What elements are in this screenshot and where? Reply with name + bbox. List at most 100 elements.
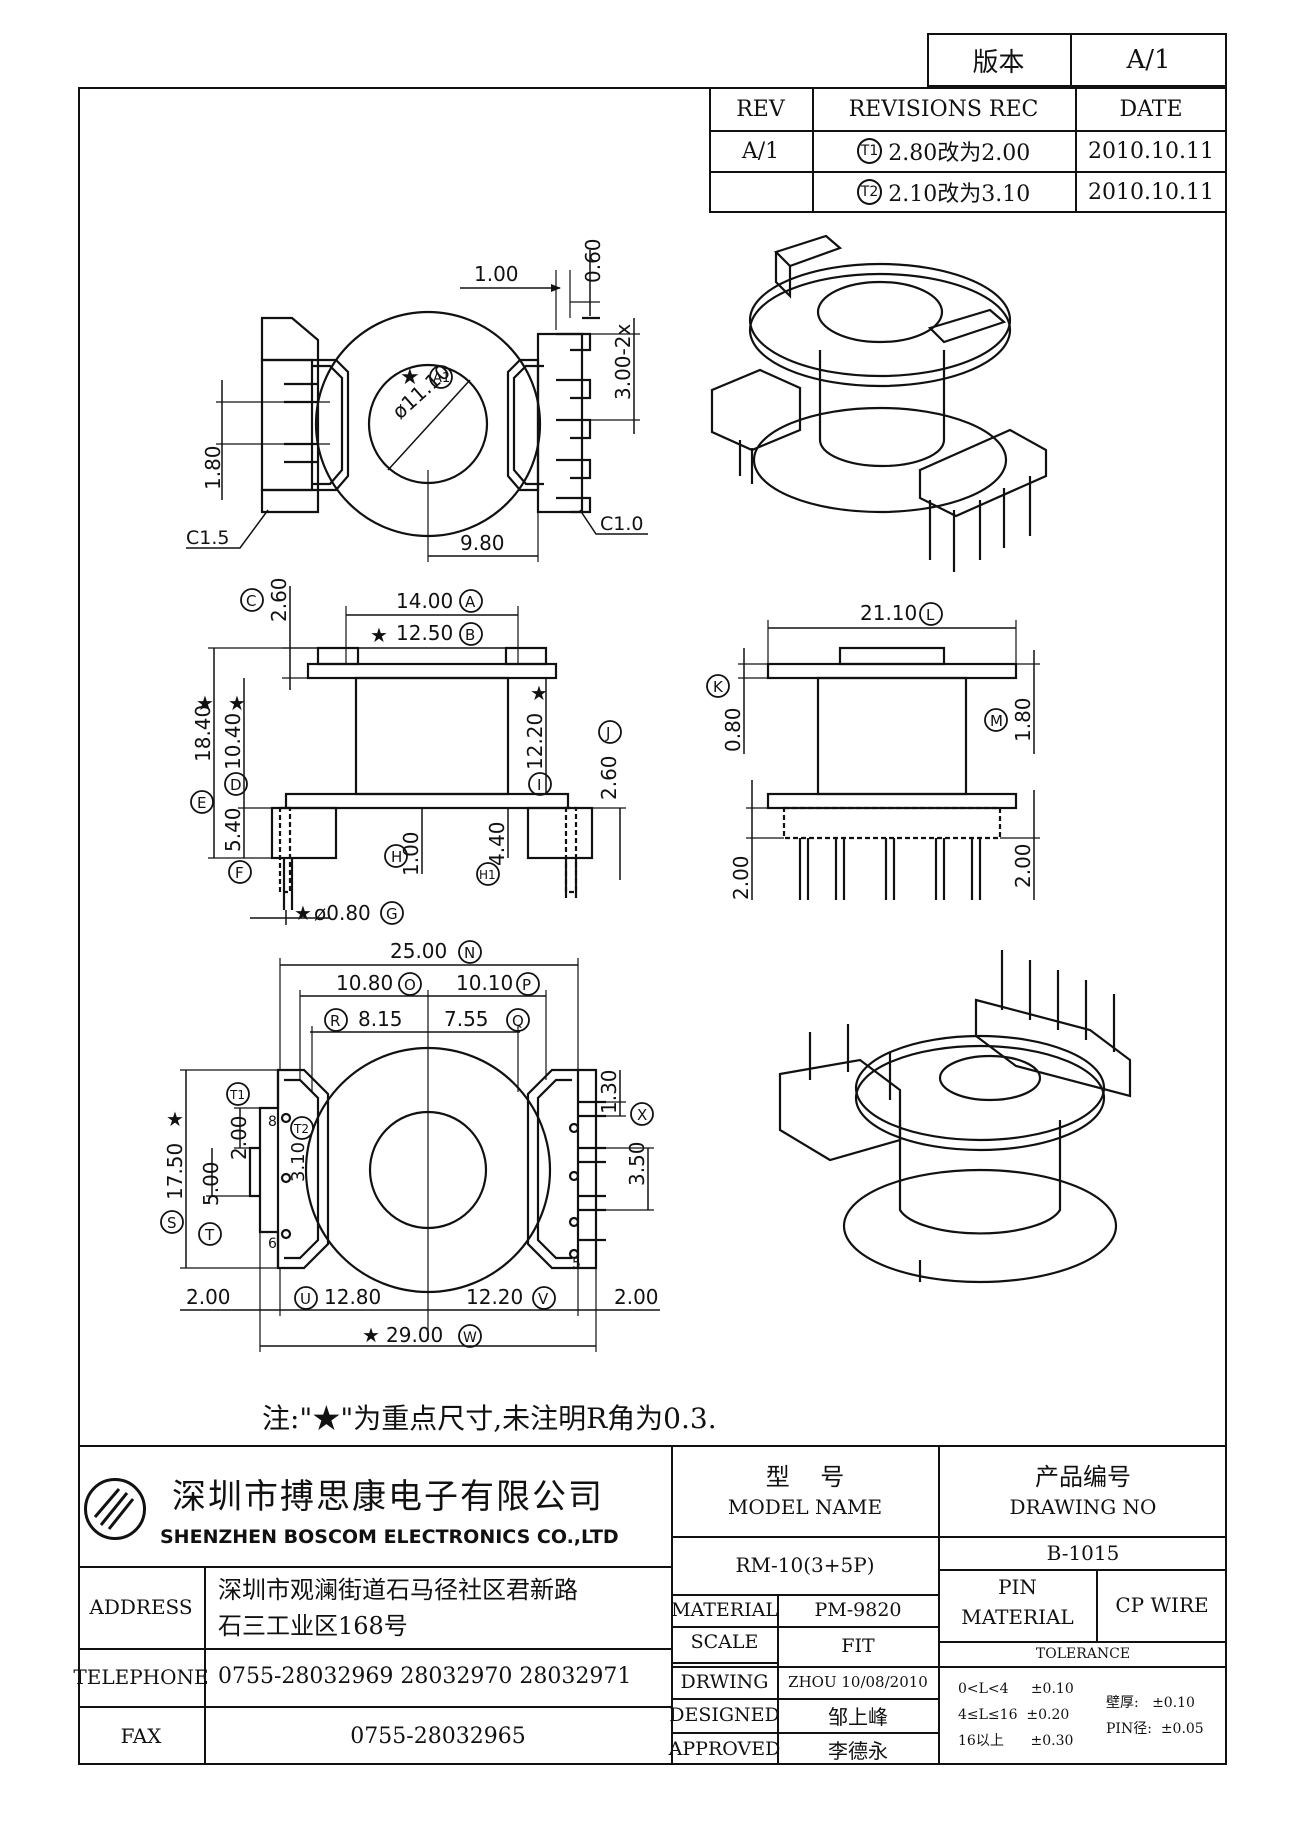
scale-label: SCALE: [690, 1631, 759, 1653]
rev-header: REV: [736, 96, 785, 122]
rev-row2-mark: T2: [856, 179, 883, 205]
note-text: 注:"★"为重点尺寸,未注明R角为0.3.: [262, 1402, 717, 1435]
iso1-core-hole: [816, 280, 944, 344]
tolerance-row2: 4≤L≤16 ±0.20: [958, 1707, 1070, 1723]
bottom-mark-T1: T1: [229, 1088, 245, 1102]
bottom-star-w: ★: [362, 1323, 380, 1347]
top-dim-9.80: 9.80: [460, 531, 505, 555]
bottom-dim-2.00r: 2.00: [614, 1285, 659, 1309]
bottom-mark-X: X: [637, 1106, 647, 1124]
bottom-mark-U: U: [300, 1290, 311, 1308]
front-mark-F-circle: [228, 860, 252, 884]
tb-row-line: [672, 1698, 938, 1700]
bottom-pin-6: 6: [268, 1236, 277, 1252]
bottom-mark-V: V: [538, 1290, 549, 1308]
bottom-mark-Q: Q: [512, 1012, 524, 1030]
iso2-top-flange-edge: [854, 1044, 1106, 1152]
bottom-mark-R-circle: [324, 1008, 348, 1032]
tolerance-label: TOLERANCE: [1035, 1646, 1131, 1662]
bottom-dim-3.50: 3.50: [625, 1141, 649, 1186]
revision-table: [709, 87, 1227, 213]
front-dim-14.00: 14.00: [396, 589, 453, 613]
top-leader-c15: [186, 509, 269, 549]
front-mark-B-circle: [459, 622, 483, 646]
tb-col-line: [204, 1566, 206, 1765]
top-dim-C1.5: C1.5: [186, 527, 229, 549]
bottom-dim-10.80: 10.80: [336, 971, 393, 995]
bottom-mark-T2-circle: [290, 1116, 314, 1140]
bottom-mark-T1-circle: [226, 1082, 250, 1106]
front-mark-B: B: [465, 626, 475, 644]
front-dim-0.80: ø0.80: [314, 901, 371, 925]
bottom-pin-8: 8: [268, 1114, 277, 1130]
tb-row-line: [672, 1594, 938, 1596]
front-base-right: [526, 806, 594, 860]
bottom-pin-hole: [280, 1112, 292, 1124]
bottom-dim-25.00: 25.00: [390, 939, 447, 963]
side-mark-L: L: [926, 606, 935, 624]
front-dim-10.40: 10.40: [221, 713, 245, 770]
side-top-flange: [766, 662, 1018, 680]
bottom-dim-12.80: 12.80: [324, 1285, 381, 1309]
front-mark-C: C: [246, 592, 256, 610]
bottom-mark-T2: T2: [293, 1122, 309, 1136]
front-dim-2.60b: 2.60: [597, 755, 621, 800]
front-mark-G: G: [386, 905, 398, 923]
iso2-left-pinblock: [778, 1058, 902, 1162]
model-value: RM-10(3+5P): [735, 1553, 875, 1577]
front-star-i: ★: [530, 681, 548, 705]
front-star-g: ★: [294, 901, 312, 925]
designed-label: DESIGNED: [669, 1704, 780, 1726]
front-mark-F: F: [235, 864, 244, 882]
iso1-right-tab: [927, 308, 1007, 344]
iso2-right-pins: [1000, 950, 1116, 1052]
front-mark-D-circle: [224, 772, 248, 796]
top-mark-A1-circle: [429, 365, 453, 389]
side-core: [816, 676, 968, 796]
tb-row-line: [672, 1536, 1227, 1538]
rev-rec-header: REVISIONS REC: [848, 96, 1039, 122]
rev-row2-rec: T2 2.10改为3.10: [812, 172, 1075, 212]
front-dim-2.60: 2.60: [267, 577, 291, 622]
tb-col-line: [777, 1594, 779, 1765]
iso2-bobbin-body: [898, 1120, 1062, 1235]
bottom-left-body: [258, 1070, 280, 1268]
bottom-mark-O-circle: [398, 972, 422, 996]
bottom-mark-X-circle: [630, 1102, 654, 1126]
side-mark-M: M: [990, 712, 1003, 730]
telephone-label: TELEPHONE: [73, 1665, 209, 1689]
front-top-tab-right: [504, 646, 548, 666]
iso1-left-tab2: [774, 252, 792, 299]
front-star-e: ★: [196, 691, 214, 715]
top-dim-0.60: 0.60: [581, 238, 605, 283]
side-dim-2.00b: 2.00: [1011, 843, 1035, 888]
side-mark-M-circle: [984, 708, 1008, 732]
bottom-mark-U-circle: [294, 1286, 318, 1310]
bottom-view: 8 6 5 25.00 N 10.80 O 10.10 P R 8.15 7.5…: [160, 939, 660, 1352]
bottom-mark-T: T: [204, 1226, 215, 1244]
model-label-cn: 型 号: [765, 1462, 845, 1491]
tb-row-line: [939, 1641, 1227, 1643]
iso1-right-pinblock: [918, 428, 1048, 518]
tb-row-line: [939, 1666, 1227, 1668]
rev-col-line: [812, 87, 814, 213]
front-mark-J-circle: [598, 720, 622, 744]
bottom-mark-V-circle: [532, 1286, 556, 1310]
rev-date-header: DATE: [1119, 96, 1183, 122]
front-mark-I: I: [537, 776, 541, 794]
front-dim-12.50: 12.50: [396, 621, 453, 645]
tolerance-wall: 壁厚: ±0.10: [1106, 1695, 1195, 1711]
side-top-tab: [838, 646, 946, 666]
company-name-en: SHENZHEN BOSCOM ELECTRONICS CO.,LTD: [160, 1526, 619, 1548]
top-left-block: [316, 358, 350, 492]
front-mark-H1: H1: [479, 868, 496, 882]
bottom-mark-W: W: [463, 1330, 477, 1346]
top-dim-3.00-2x: 3.00-2x: [611, 324, 635, 400]
tb-row-line: [672, 1662, 777, 1664]
iso1-top-flange-edge: [748, 272, 1012, 388]
address-label: ADDRESS: [89, 1595, 193, 1619]
telephone-value: 0755-28032969 28032970 28032971: [218, 1664, 632, 1689]
bottom-right-slots: [578, 1100, 606, 1242]
tolerance-row3: 16以上 ±0.30: [958, 1733, 1074, 1749]
top-leader-c10: [579, 509, 648, 535]
